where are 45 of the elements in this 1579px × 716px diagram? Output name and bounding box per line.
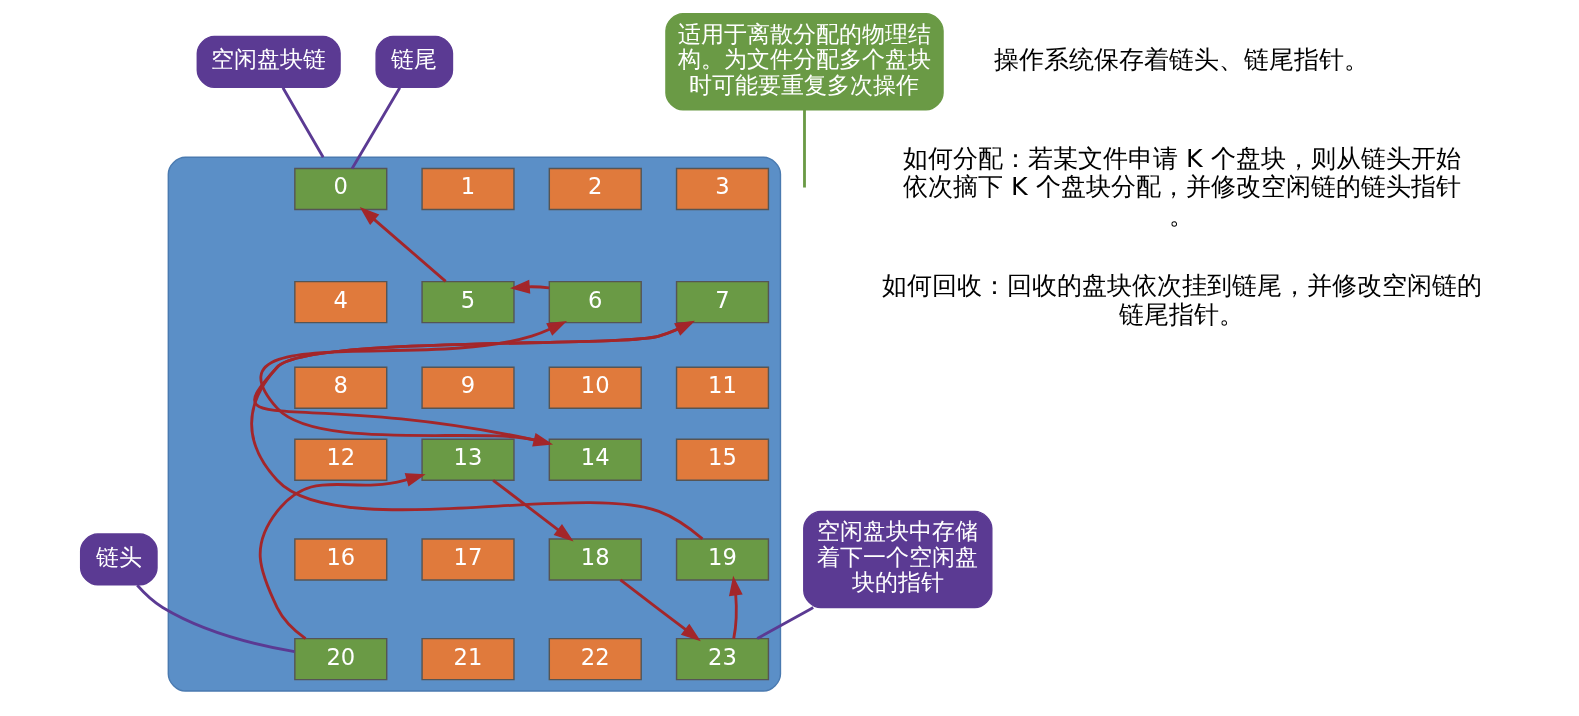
connector bbox=[281, 87, 324, 158]
node-box: 19 bbox=[675, 538, 769, 581]
node-box: 23 bbox=[675, 637, 769, 681]
arrow bbox=[728, 575, 743, 639]
label: 如何分配：若某文件申请 K 个盘块，则从链头开始依次摘下 K 个盘块分配，并修改空闲链的链头指针。 bbox=[902, 143, 1461, 230]
cluster bbox=[167, 156, 781, 692]
node-box: 7 bbox=[675, 280, 769, 324]
node-box: 8 bbox=[293, 366, 387, 409]
node-box: 17 bbox=[420, 538, 515, 581]
label: 如何回收：回收的盘块依次挂到链尾，并修改空闲链的链尾指针。 bbox=[881, 270, 1482, 329]
connector bbox=[802, 109, 806, 188]
arrow bbox=[258, 473, 426, 640]
arrow bbox=[249, 320, 703, 540]
node-box: 4 bbox=[293, 280, 387, 324]
arrow bbox=[359, 206, 447, 283]
node-box: 2 bbox=[548, 167, 642, 211]
node-box: 5 bbox=[420, 280, 515, 324]
node-box: 0 bbox=[293, 167, 387, 211]
arrow bbox=[491, 479, 574, 542]
node-box: 链头 bbox=[79, 533, 158, 586]
node-box: 20 bbox=[293, 637, 387, 681]
node-box: 21 bbox=[420, 637, 515, 681]
node-box: 22 bbox=[548, 637, 642, 681]
node-box: 空闲盘块中存储着下一个空闲盘块的指针 bbox=[802, 510, 992, 609]
arrow bbox=[619, 578, 701, 642]
node-box: 1 bbox=[420, 167, 515, 211]
arrow bbox=[509, 279, 549, 294]
node-box: 15 bbox=[675, 438, 769, 481]
connector bbox=[135, 584, 295, 654]
node-box: 16 bbox=[293, 538, 387, 581]
node-box: 12 bbox=[293, 438, 387, 481]
node-box: 10 bbox=[548, 366, 642, 409]
node-box: 13 bbox=[420, 438, 515, 481]
label: 操作系统保存着链头、链尾指针。 bbox=[993, 44, 1369, 75]
node-box: 18 bbox=[548, 538, 642, 581]
connector bbox=[350, 87, 401, 170]
node-box: 9 bbox=[420, 366, 515, 409]
node-box: 14 bbox=[548, 438, 642, 481]
node-box: 适用于离散分配的物理结构。为文件分配多个盘块时可能要重复多次操作 bbox=[664, 13, 944, 111]
node-box: 空闲盘块链 bbox=[196, 35, 341, 88]
node-box: 3 bbox=[675, 167, 769, 211]
node-box: 6 bbox=[548, 280, 642, 324]
node-box: 链尾 bbox=[374, 35, 453, 88]
node-box: 11 bbox=[675, 366, 769, 409]
connector bbox=[756, 606, 814, 640]
